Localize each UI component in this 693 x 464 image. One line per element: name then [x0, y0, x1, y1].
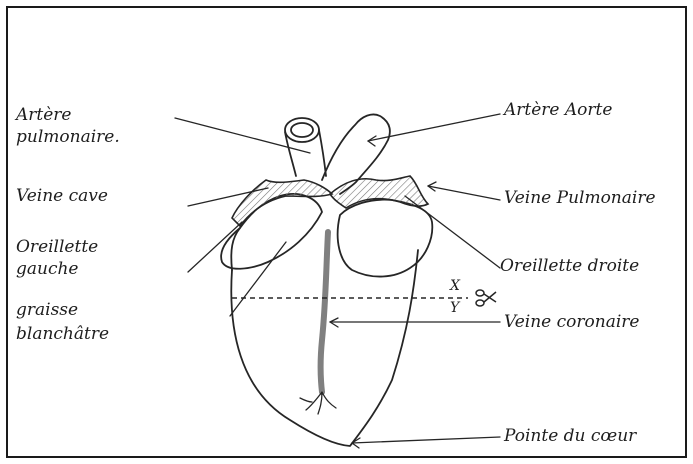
label-veine-pulmonaire: Veine Pulmonaire: [504, 188, 656, 208]
label-cut-x: X: [450, 276, 460, 296]
left-atrium: [221, 194, 322, 269]
label-artere-pulmonaire: Artère pulmonaire.: [16, 104, 166, 148]
label-artere-aorte: Artère Aorte: [504, 100, 612, 120]
label-veine-coronaire: Veine coronaire: [504, 312, 639, 332]
coronary-vein: [321, 232, 329, 392]
right-atrium: [338, 200, 433, 277]
label-pointe-du-coeur: Pointe du cœur: [504, 426, 636, 446]
veine-pulmonaire-region: [330, 176, 428, 208]
label-veine-cave: Veine cave: [16, 186, 108, 206]
scissors-icon: [476, 290, 496, 306]
label-oreillette-droite: Oreillette droite: [500, 256, 639, 276]
label-oreillette-gauche: Oreillette gauche: [16, 236, 126, 280]
label-cut-y: Y: [450, 298, 459, 318]
label-graisse-blanchatre: graisse blanchâtre: [16, 298, 136, 346]
